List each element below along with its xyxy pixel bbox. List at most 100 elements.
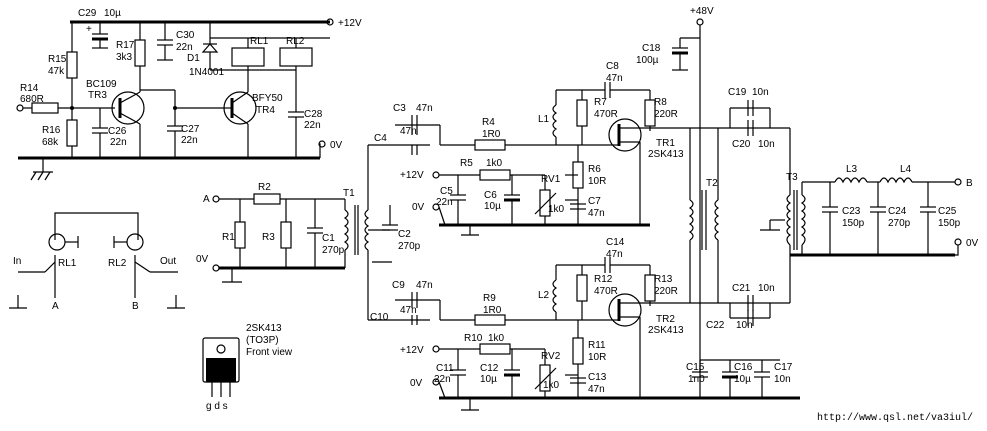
v0-in-label: 0V [196,254,209,265]
r9-label: R9 [483,293,496,304]
package-view: Front view [246,347,293,358]
c28-value: 22n [304,120,321,131]
c25-value: 150p [938,218,961,229]
tr3-transistor [111,91,145,125]
c12-value: 10µ [480,374,497,385]
r7-label: R7 [594,97,607,108]
r4-label: R4 [482,117,495,128]
r2-resistor [253,193,281,205]
r7-value: 470R [594,109,618,120]
c26-value: 22n [110,137,127,148]
r9-value: 1R0 [483,305,502,316]
d1-diode [201,43,219,53]
c1-value: 270p [322,245,345,256]
l2-label: L2 [538,290,550,301]
c3-label: C3 [393,103,406,114]
tr2-type: 2SK413 [648,325,684,336]
input-splitter: A R2 R1 R3 C1 270p 0V T1 C2 270p [196,145,421,320]
r14-input-terminal [16,104,24,112]
c9-label: C9 [392,280,405,291]
output-0v-label: 0V [966,238,979,249]
r5-label: R5 [460,158,473,169]
r15-value: 47k [48,66,65,77]
c19-label: C19 [728,87,747,98]
c24-value: 270p [888,218,911,229]
r3-label: R3 [262,232,275,243]
r6-label: R6 [588,164,601,175]
relay-out-label: Out [160,256,176,267]
v0-a-label: 0V [412,202,425,213]
r6-value: 10R [588,176,606,187]
rv1-value: 1k0 [548,204,565,215]
c11-label: C11 [436,363,454,374]
relay-driver-section: +12V 0V C29 10µ + R15 47k R17 3k3 C30 [16,8,362,181]
tr1-fet [608,118,642,152]
source-url: http://www.qsl.net/va3iul/ [817,412,973,424]
c22-label: C22 [706,320,725,331]
t3-label: T3 [786,172,798,183]
r17-label: R17 [116,40,135,51]
c26-label: C26 [108,126,127,137]
c20-value: 10n [758,139,775,150]
v12-b-label: +12V [400,345,424,356]
c27-label: C27 [181,124,200,135]
c15-label: C15 [686,362,705,373]
l3-inductor [834,177,868,184]
rv1-label: RV1 [541,174,561,185]
relay-switch-diagram: In RL1 A RL2 Out B [9,212,185,312]
r5-resistor [479,169,511,181]
c20-label: C20 [732,139,751,150]
l2-inductor [552,279,558,313]
r15-label: R15 [48,54,67,65]
rl2-label: RL2 [286,36,305,47]
l1-label: L1 [538,114,550,125]
r5-value: 1k0 [486,158,503,169]
relay-a-label: A [52,301,59,312]
r17-resistor [134,39,146,67]
c10-value: 47n [400,305,417,316]
relay-b-label: B [132,301,139,312]
c28-label: C28 [304,109,323,120]
v12-top-label: +12V [338,18,362,29]
c14-value: 47n [606,249,623,260]
rl2-connector [126,233,144,251]
v0-top-label: 0V [330,140,343,151]
relay-in-label: In [13,256,21,267]
package-pins: g d s [206,401,228,412]
c4-value: 47n [400,126,417,137]
v0-b-label: 0V [410,378,423,389]
c8-value: 47n [606,73,623,84]
tr4-transistor [223,91,257,125]
c5-value: 22n [436,197,453,208]
tr2-label: TR2 [656,314,675,325]
rv2-label: RV2 [541,351,561,362]
c16-value: 10µ [734,374,751,385]
r1-label: R1 [222,232,235,243]
t2-winding-a [688,199,694,241]
r1-resistor [234,221,246,249]
r12-label: R12 [594,274,613,285]
r9-resistor [474,314,506,326]
c24-label: C24 [888,206,907,217]
c3-value: 47n [416,103,433,114]
r7-resistor [576,99,588,127]
r4-value: 1R0 [482,129,501,140]
ground-symbol [30,158,53,181]
r16-resistor [66,119,78,147]
r13-label: R13 [654,274,673,285]
package-case: (TO3P) [246,335,279,346]
output-section: +48V C18 100µ T2 C19 10n C20 10n C21 10n [636,6,979,398]
c8-label: C8 [606,61,619,72]
c13-label: C13 [588,372,607,383]
t2-label: T2 [706,178,718,189]
rl2-coil [279,47,313,67]
c10-label: C10 [370,312,389,323]
l4-label: L4 [900,164,912,175]
v12-top-terminal [326,18,334,26]
c29-value: 10µ [104,8,121,19]
r4-resistor [474,139,506,151]
r11-resistor [572,337,584,365]
r10-label: R10 [464,333,483,344]
r3-resistor [280,221,292,249]
